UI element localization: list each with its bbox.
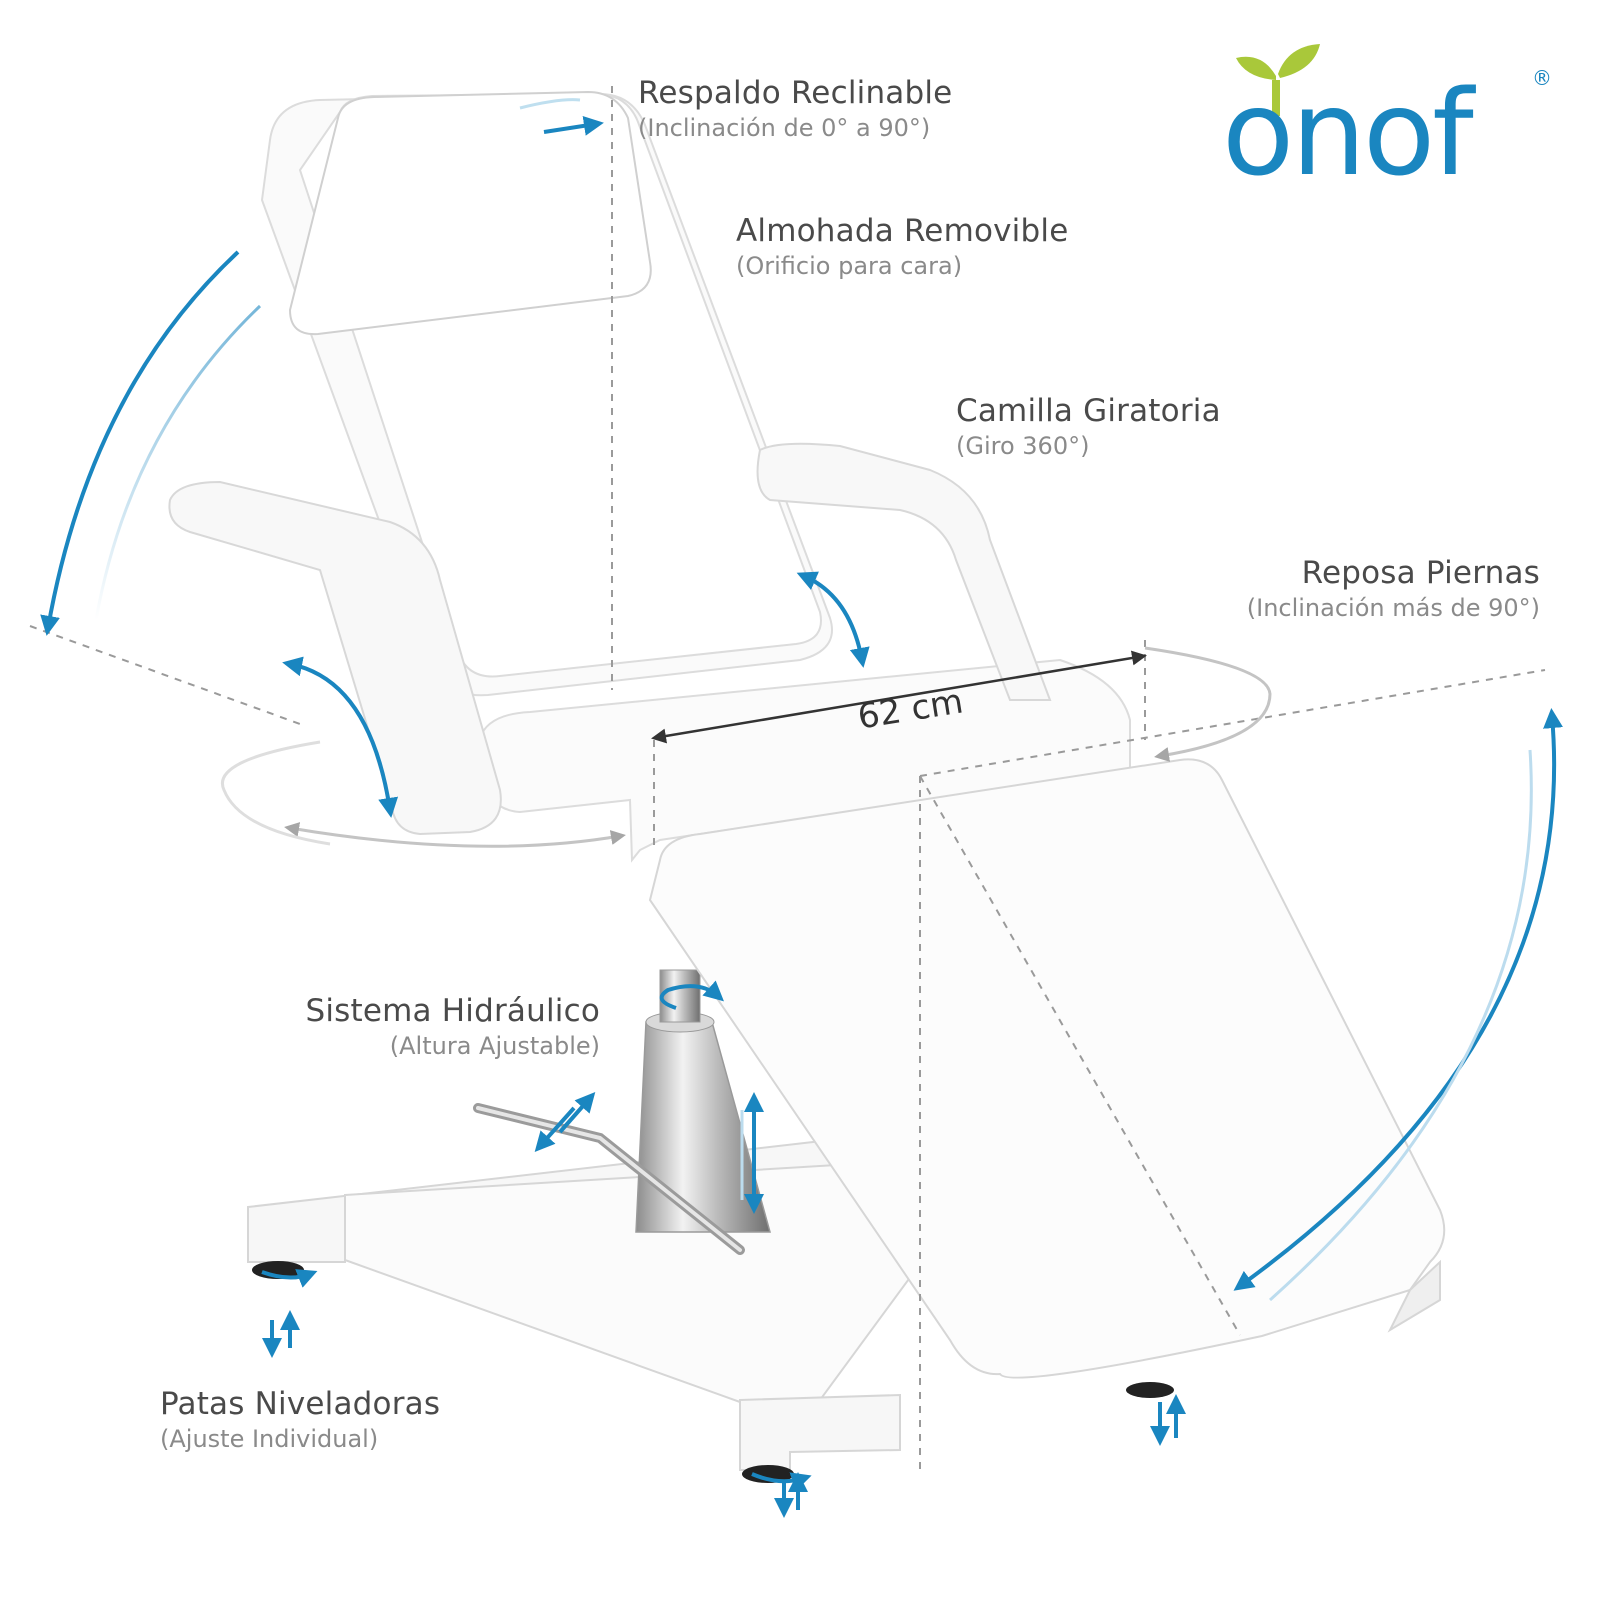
label-swivel: Camilla Giratoria (Giro 360°) bbox=[956, 392, 1221, 462]
leaf-icon bbox=[1236, 44, 1320, 116]
width-dimension bbox=[651, 650, 1147, 744]
armrest-right bbox=[756, 442, 1052, 701]
feet-title: Patas Niveladoras bbox=[160, 1386, 441, 1422]
logo-wordmark: onof bbox=[1222, 64, 1474, 202]
legrest-subtitle: (Inclinación más de 90°) bbox=[1246, 594, 1540, 622]
feet-subtitle: (Ajuste Individual) bbox=[160, 1425, 379, 1453]
label-legrest: Reposa Piernas (Inclinación más de 90°) bbox=[1247, 554, 1540, 624]
label-pillow: Almohada Removible (Orificio para cara) bbox=[736, 212, 1068, 282]
backrest-title: Respaldo Reclinable bbox=[638, 75, 953, 111]
legrest-title: Reposa Piernas bbox=[1301, 555, 1540, 591]
pillow-title: Almohada Removible bbox=[736, 213, 1069, 249]
hydraulic-column bbox=[473, 969, 771, 1255]
motion-arrows bbox=[40, 98, 1563, 1518]
armrest-left bbox=[168, 480, 502, 836]
rotation-rings bbox=[221, 646, 1272, 848]
hydraulic-title: Sistema Hidráulico bbox=[305, 993, 600, 1029]
label-feet: Patas Niveladoras (Ajuste Individual) bbox=[160, 1385, 440, 1455]
label-backrest: Respaldo Reclinable (Inclinación de 0° a… bbox=[638, 74, 952, 144]
pillow-subtitle: (Orificio para cara) bbox=[736, 252, 963, 280]
registered-mark: ® bbox=[1532, 66, 1552, 90]
label-hydraulic: Sistema Hidráulico (Altura Ajustable) bbox=[305, 992, 600, 1062]
brand-logo: onof ® bbox=[1222, 40, 1562, 200]
swivel-subtitle: (Giro 360°) bbox=[956, 432, 1090, 460]
hydraulic-subtitle: (Altura Ajustable) bbox=[389, 1032, 600, 1060]
backrest-subtitle: (Inclinación de 0° a 90°) bbox=[638, 114, 931, 142]
swivel-title: Camilla Giratoria bbox=[956, 393, 1221, 429]
